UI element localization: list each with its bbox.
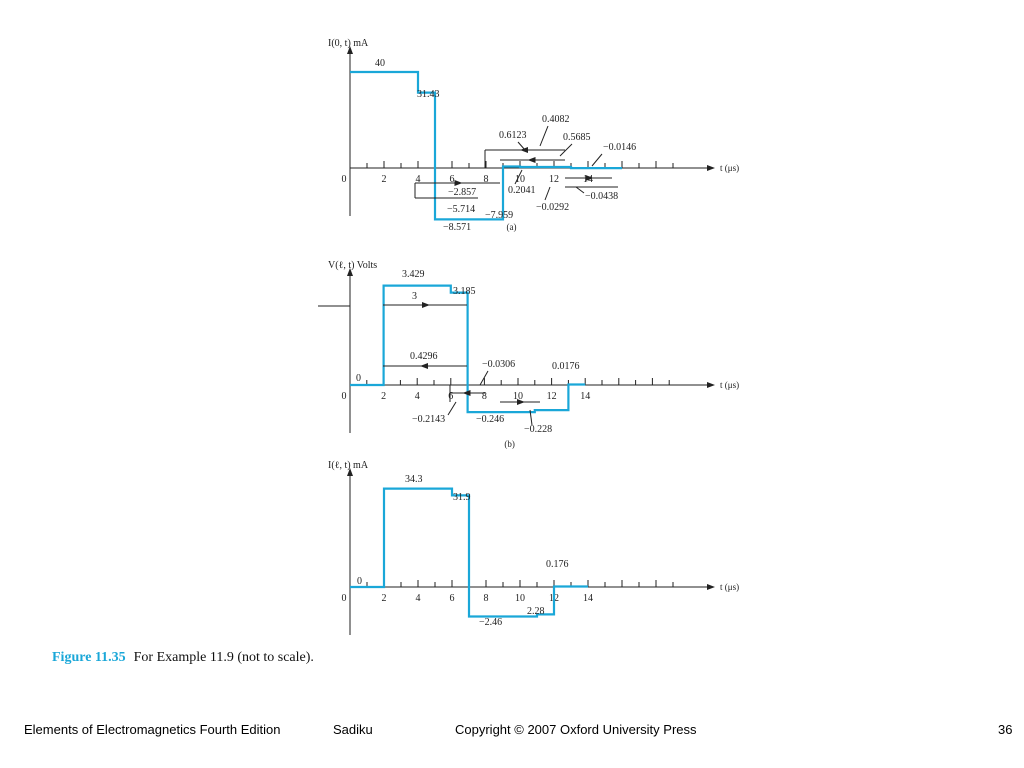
- x-axis-arrowhead: [707, 382, 715, 388]
- value-label: 0: [357, 576, 362, 587]
- value-label: 2.28: [527, 606, 545, 617]
- value-label: −0.246: [476, 414, 504, 425]
- x-tick-label: 6: [448, 391, 453, 402]
- value-label: 0.5685: [563, 132, 591, 143]
- leader-line: [447, 401, 457, 416]
- x-tick-label: 0: [342, 391, 347, 402]
- value-label: 0: [356, 373, 361, 384]
- value-label: 0.4082: [542, 114, 570, 125]
- x-axis-label: t (μs): [720, 380, 739, 390]
- value-label: 34.3: [405, 474, 423, 485]
- leader-line: [514, 169, 523, 185]
- reflection-path-arrowhead: [422, 302, 430, 308]
- value-label: −2.857: [448, 187, 476, 198]
- x-axis-label: t (μs): [720, 163, 739, 173]
- waveform-trace: [350, 284, 586, 414]
- chart-panel-b: 0 2 4 6 8 10 12 14 V(ℓ, t) Volts t (μs) (b) 0 3.429 3…: [318, 260, 739, 449]
- x-tick-label: 4: [416, 593, 421, 604]
- leader-line: [479, 370, 489, 386]
- value-label: −5.714: [447, 204, 475, 215]
- x-axis-arrowhead: [707, 165, 715, 171]
- value-label: 31.9: [453, 492, 471, 503]
- leader-line: [544, 186, 551, 201]
- value-label: −8.571: [443, 222, 471, 233]
- value-label: 0.0176: [552, 361, 580, 372]
- value-label: 31.43: [417, 89, 440, 100]
- y-axis-arrowhead: [347, 468, 353, 476]
- x-tick-label: 10: [513, 391, 523, 402]
- value-label: 3: [412, 291, 417, 302]
- reflection-path-arrowhead: [527, 157, 536, 163]
- x-axis-arrowhead: [707, 584, 715, 590]
- value-label: −0.2143: [412, 414, 445, 425]
- footer-copyright: Copyright © 2007 Oxford University Press: [455, 722, 697, 737]
- value-label: −0.0292: [536, 202, 569, 213]
- reflection-path-arrowhead: [517, 399, 525, 405]
- x-tick-label: 12: [549, 174, 559, 185]
- x-tick-label: 14: [583, 593, 593, 604]
- waveform-trace: [350, 70, 622, 221]
- value-label: −0.228: [524, 424, 552, 435]
- leader-line: [529, 409, 533, 426]
- y-axis-arrowhead: [347, 268, 353, 276]
- panel-label: (a): [507, 222, 517, 232]
- reflection-path-arrowhead: [520, 147, 528, 153]
- leader-line: [591, 153, 603, 167]
- x-tick-label: 10: [515, 593, 525, 604]
- reflection-path-arrowhead: [420, 363, 428, 369]
- x-tick-label: 2: [381, 391, 386, 402]
- x-tick-label: 8: [484, 174, 489, 185]
- x-tick-label: 2: [382, 174, 387, 185]
- leader-line: [559, 143, 573, 157]
- y-axis-label: V(ℓ, t) Volts: [328, 260, 377, 271]
- value-label: 40: [375, 58, 385, 69]
- x-tick-label: 0: [342, 174, 347, 185]
- reflection-path-arrowhead: [454, 180, 463, 186]
- leader-line: [575, 186, 585, 194]
- x-tick-label: 8: [484, 593, 489, 604]
- value-label: 0.2041: [508, 185, 536, 196]
- x-tick-label: 12: [547, 391, 557, 402]
- figure-number: Figure 11.35: [52, 650, 126, 665]
- slide-footer: Elements of Electromagnetics Fourth Edit…: [0, 722, 1024, 742]
- x-tick-label: 14: [580, 391, 590, 402]
- waveform-trace: [350, 487, 588, 618]
- value-label: −2.46: [479, 617, 502, 628]
- leader-line: [517, 141, 526, 151]
- x-tick-label: 0: [342, 593, 347, 604]
- y-axis-label: I(0, t) mA: [328, 38, 369, 49]
- value-label: 3.185: [453, 286, 476, 297]
- x-tick-label: 4: [416, 174, 421, 185]
- footer-book-title: Elements of Electromagnetics Fourth Edit…: [24, 722, 281, 737]
- reflection-path-arrowhead: [585, 175, 594, 181]
- figure-caption: Figure 11.35 For Example 11.9 (not to sca…: [52, 650, 314, 666]
- caption-text: For Example 11.9 (not to scale).: [133, 650, 314, 665]
- page-number: 36: [998, 722, 1013, 737]
- value-label: −7.959: [485, 210, 513, 221]
- panel-label: (b): [504, 439, 515, 449]
- x-tick-label: 8: [482, 391, 487, 402]
- reflection-path-arrowhead: [462, 390, 471, 396]
- y-axis-label: I(ℓ, t) mA: [328, 460, 369, 471]
- x-axis-label: t (μs): [720, 582, 739, 592]
- x-tick-label: 10: [515, 174, 525, 185]
- value-label: 0.176: [546, 559, 569, 570]
- value-label: −0.0306: [482, 359, 515, 370]
- value-label: −0.0438: [585, 191, 618, 202]
- value-label: 3.429: [402, 269, 425, 280]
- value-label: 0.6123: [499, 130, 527, 141]
- footer-author: Sadiku: [333, 722, 373, 737]
- leader-line: [539, 125, 549, 147]
- x-tick-label: 6: [450, 593, 455, 604]
- x-tick-label: 6: [450, 174, 455, 185]
- x-tick-label: 2: [382, 593, 387, 604]
- y-axis-arrowhead: [347, 46, 353, 54]
- x-tick-label: 4: [415, 391, 420, 402]
- value-label: −0.0146: [603, 142, 636, 153]
- value-label: 0.4296: [410, 351, 438, 362]
